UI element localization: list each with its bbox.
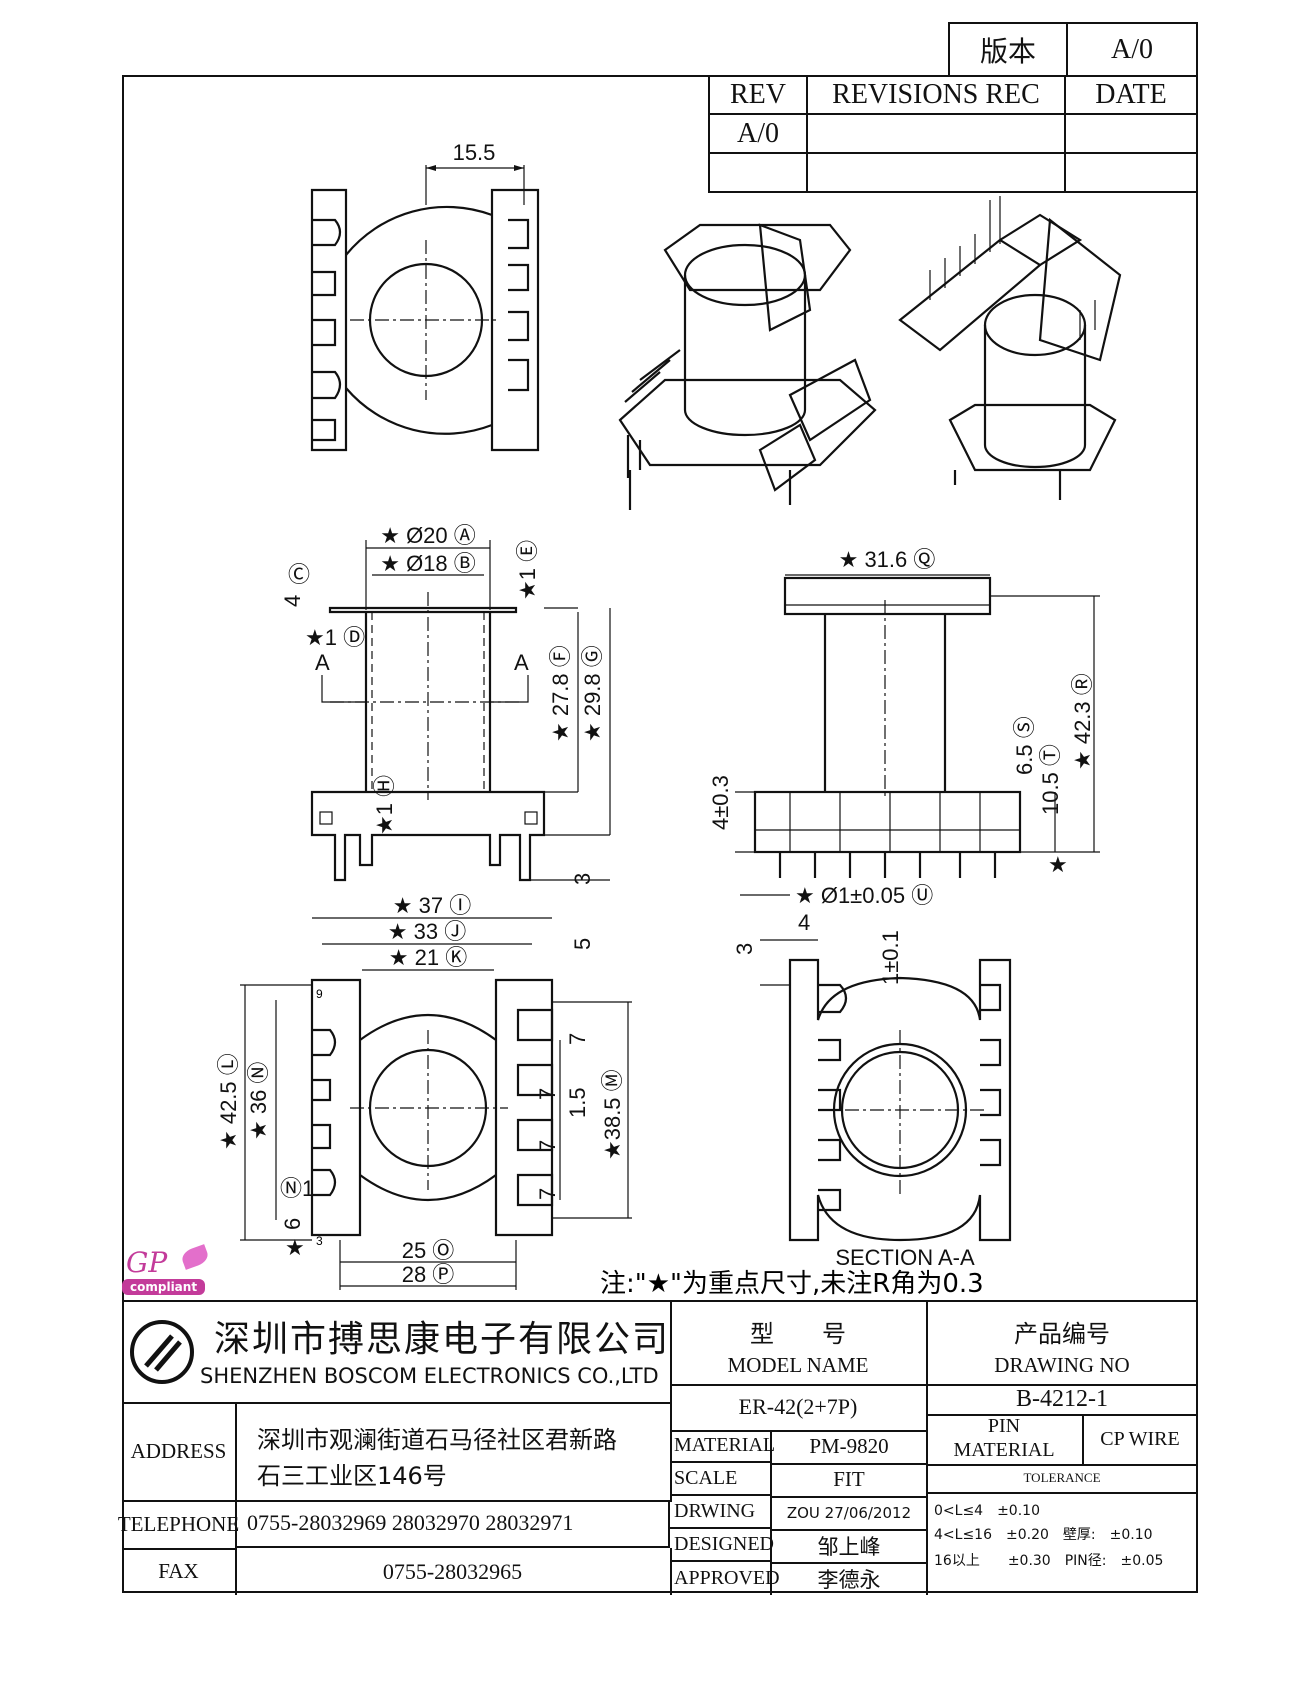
company-block: 深圳市搏思康电子有限公司 SHENZHEN BOSCOM ELECTRONICS… (122, 1302, 672, 1404)
top-view: 15.5 (310, 140, 540, 452)
pin-3-label: 3 (316, 1234, 323, 1248)
designed-value: 邹上峰 (772, 1529, 928, 1564)
gp-compliant-logo: GP compliant (122, 1244, 228, 1298)
dim-m: ★38.5 Ⓜ (600, 1069, 625, 1160)
tolerance-values: 0<L≤4 ±0.10 4<L≤16 ±0.20 壁厚: ±0.10 16以上 … (934, 1503, 1164, 1569)
dim-t: 10.5 Ⓣ (1038, 744, 1063, 815)
revision-table: REV REVISIONS REC DATE A/0 (708, 75, 1198, 193)
dim-i: ★ 37 Ⓘ (393, 893, 471, 918)
dim-6: 6 (280, 1218, 305, 1230)
dim-5-top: 5 (570, 938, 595, 950)
dim-7b: 7 (535, 1088, 560, 1100)
dim-4: 4 (280, 595, 305, 607)
dim-wall: 1±0.1 (878, 930, 903, 985)
label-c: Ⓒ (288, 562, 310, 587)
pin-material-label: PIN MATERIAL (926, 1414, 1084, 1466)
dim-3: 3 (570, 873, 595, 885)
dim-d1: ★1 Ⓓ (305, 625, 365, 650)
isometric-view-2 (898, 196, 1122, 500)
dim-r: ★ 42.3 Ⓡ (1070, 673, 1095, 770)
rev-header: REV (708, 75, 808, 115)
rec-cell (806, 113, 1066, 154)
dim-q: ★ 31.6 Ⓠ (839, 547, 936, 572)
side-view: ★ 31.6 Ⓠ ★ 42.3 Ⓡ 10.5 Ⓣ 6.5 Ⓢ ★ 4±0.3 ★… (708, 547, 1100, 908)
isometric-view-1 (618, 223, 877, 510)
date-header: DATE (1064, 75, 1198, 115)
pin-material-value: CP WIRE (1082, 1414, 1198, 1466)
section-title: SECTION A-A (835, 1245, 975, 1270)
dim-p: 28 Ⓟ (402, 1262, 455, 1287)
drawing-no-value: B-4212-1 (926, 1384, 1198, 1416)
version-box: 版本 A/0 (948, 22, 1198, 75)
revisions-rec-header: REVISIONS REC (806, 75, 1066, 115)
approved-label: APPROVED (670, 1562, 780, 1595)
dim-7d: 7 (535, 1188, 560, 1200)
company-name-en: SHENZHEN BOSCOM ELECTRONICS CO.,LTD (200, 1364, 659, 1388)
dim-d18: ★ Ø18 Ⓑ (380, 551, 476, 576)
model-value: ER-42(2+7P) (670, 1384, 928, 1432)
dim-o: 25 Ⓞ (402, 1238, 455, 1263)
dim-e1: ★1 Ⓔ (515, 540, 540, 600)
dim-h: ★1 Ⓗ (372, 775, 397, 835)
version-label: 版本 (950, 24, 1068, 75)
dim-k: ★ 21 Ⓚ (389, 945, 467, 970)
title-block: 深圳市搏思康电子有限公司 SHENZHEN BOSCOM ELECTRONICS… (118, 1300, 1198, 1595)
technical-drawing: 15.5 (216, 140, 1122, 1299)
drwing-label: DRWING (670, 1496, 772, 1529)
pin-9-label: 9 (316, 987, 323, 1001)
dim-1-5: 1.5 (565, 1087, 590, 1118)
drawing-no-header: 产品编号 DRAWING NO (926, 1302, 1198, 1386)
dim-n1: Ⓝ1 (280, 1176, 314, 1201)
fax-value: 0755-28032965 (235, 1548, 672, 1595)
telephone-label: TELEPHONE (118, 1500, 239, 1550)
dim-d20: ★ Ø20 Ⓐ (380, 523, 476, 548)
compliant-text: compliant (122, 1279, 206, 1295)
drwing-value: ZOU 27/06/2012 (772, 1496, 928, 1531)
dim-15-5: 15.5 (453, 140, 496, 165)
rec-cell (806, 152, 1066, 193)
material-label: MATERIAL (670, 1430, 775, 1463)
designed-label: DESIGNED (670, 1529, 774, 1562)
dim-f: ★ 27.8 Ⓕ (548, 645, 573, 742)
bottom-view: ★ 37 Ⓘ ★ 33 Ⓙ ★ 21 Ⓚ 5 9 3 ★ 42.5 Ⓛ ★ 36… (216, 893, 632, 1290)
approved-value: 李德永 (772, 1562, 928, 1595)
front-view: ★ Ø20 Ⓐ ★ Ø18 Ⓑ Ⓒ 4 ★1 Ⓓ ★1 Ⓔ A A ★ 27.8… (280, 523, 611, 885)
star-mark: ★ (1048, 852, 1068, 877)
dim-n: ★ 36 Ⓝ (246, 1062, 271, 1140)
section-mark-a-right: A (514, 650, 529, 675)
dim-4-03: 4±0.3 (708, 775, 733, 830)
gp-text: GP (126, 1246, 168, 1279)
dim-7c: 7 (535, 1140, 560, 1152)
version-value: A/0 (1111, 33, 1153, 65)
dim-u: ★ Ø1±0.05 Ⓤ (795, 883, 933, 908)
tolerance-label: TOLERANCE (926, 1464, 1198, 1494)
company-name-cn: 深圳市搏思康电子有限公司 (214, 1319, 671, 1360)
dim-4-section: 4 (798, 910, 810, 935)
drawing-frame (122, 75, 1198, 1593)
dim-g: ★ 29.8 Ⓖ (580, 645, 605, 742)
date-cell (1064, 152, 1198, 193)
date-cell (1064, 113, 1198, 154)
rev-cell: A/0 (708, 113, 808, 154)
scale-label: SCALE (670, 1463, 772, 1496)
rev-cell (708, 152, 808, 193)
dim-s: 6.5 Ⓢ (1012, 716, 1037, 775)
address-label: ADDRESS (122, 1402, 237, 1502)
dim-7a: 7 (565, 1033, 590, 1045)
model-name-header: 型 号 MODEL NAME (670, 1302, 928, 1386)
company-logo-icon (130, 1320, 194, 1384)
dim-l: ★ 42.5 Ⓛ (216, 1053, 241, 1150)
section-mark-a-left: A (315, 650, 330, 675)
drawing-note: 注:"★"为重点尺寸,未注R角为0.3 (600, 1269, 984, 1299)
section-a-a-view: 3 4 1±0.1 SECTION A-A (732, 910, 1012, 1270)
spec-rows: MATERIAL PM-9820 SCALE FIT DRWING ZOU 27… (670, 1430, 1198, 1595)
telephone-value: 0755-28032969 28032970 28032971 (235, 1500, 670, 1548)
fax-label: FAX (122, 1548, 237, 1595)
star-mark-bl: ★ (285, 1235, 305, 1260)
dim-j: ★ 33 Ⓙ (388, 919, 466, 944)
material-value: PM-9820 (772, 1430, 928, 1465)
address-value: 深圳市观澜街道石马径社区君新路 石三工业区146号 (235, 1402, 672, 1502)
scale-value: FIT (772, 1463, 928, 1498)
dim-3-section: 3 (732, 943, 757, 955)
